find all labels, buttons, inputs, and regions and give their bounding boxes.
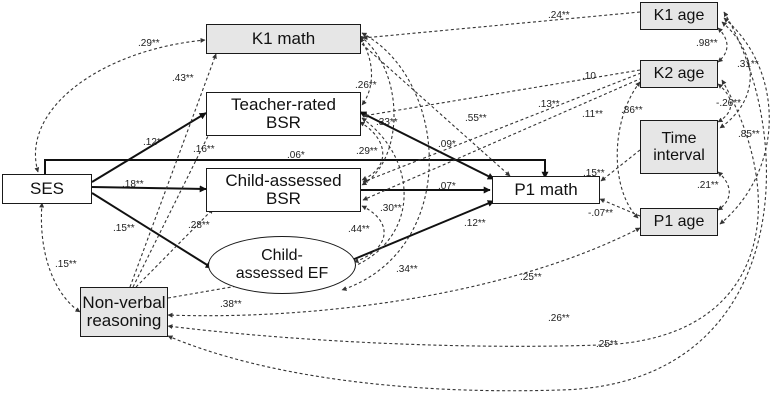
node-child-ef-label: Child- assessed EF <box>235 247 329 282</box>
coef-k2age-p1age: .86** <box>621 105 643 116</box>
coef-k2-childbsr-a: .13** <box>538 99 560 110</box>
coef-time-p1age: .21** <box>697 180 719 191</box>
coef-k1math-p1: .55** <box>465 113 487 124</box>
node-ses-label: SES <box>29 178 65 198</box>
coef-ses-teacher: .12* <box>143 137 161 148</box>
coef-time-p1math: .15** <box>583 168 605 179</box>
coef-k1age-nv: .25** <box>596 339 618 350</box>
node-nonverbal-label: Non-verbal reasoning <box>82 292 166 330</box>
coef-ses-k1math: .29** <box>138 38 160 49</box>
path-k1math-teacher <box>359 37 373 106</box>
node-k1-age: K1 age <box>640 2 718 30</box>
path-ses-nonverbal <box>39 202 81 313</box>
node-k2-age: K2 age <box>640 60 718 88</box>
node-k1-age-label: K1 age <box>653 7 705 25</box>
coef-teacher-p1: .09* <box>438 139 456 150</box>
coef-k1math-teacher: .26** <box>355 80 377 91</box>
coef-nv-ef: .38** <box>220 299 242 310</box>
path-ef-p1math <box>351 200 495 261</box>
node-teacher-bsr: Teacher-rated BSR <box>206 92 361 136</box>
coef-k1age-p1age: .85** <box>738 129 760 140</box>
node-ses: SES <box>2 174 92 204</box>
path-time-p1age <box>717 171 730 211</box>
coef-childbsr-p1: .07* <box>438 181 456 192</box>
path-time-p1math <box>600 149 641 182</box>
coef-teacher-childbsr: .29** <box>356 146 378 157</box>
path-k1age-k2age <box>717 27 728 63</box>
coef-p1age-nv: .25** <box>520 272 542 283</box>
coef-p1age-p1math: -.07** <box>588 208 613 219</box>
node-child-ef: Child- assessed EF <box>208 236 356 294</box>
path-ses-k1math <box>34 37 206 173</box>
node-k1-math: K1 math <box>206 24 361 54</box>
node-k2-age-label: K2 age <box>653 65 705 83</box>
coef-childbsr-ef: .30** <box>380 203 402 214</box>
node-p1-math-label: P1 math <box>514 179 578 199</box>
coef-ses-p1: .06* <box>287 150 305 161</box>
node-p1-age-label: P1 age <box>653 213 705 231</box>
path-k2age-time <box>717 83 732 123</box>
path-k1age-nonverbal <box>167 11 767 392</box>
path-k1age-time <box>719 21 751 129</box>
coef-nv-teacher: .16** <box>193 144 215 155</box>
path-ses-childbsr <box>91 185 207 193</box>
node-nonverbal: Non-verbal reasoning <box>80 287 168 337</box>
coef-k2-childbsr-b: .11** <box>582 109 603 120</box>
node-time-interval: Time interval <box>640 120 718 174</box>
coef-k1math-ef: .34** <box>396 264 418 275</box>
path-k1math-childbsr <box>359 35 395 186</box>
coef-nv-k1math: .43** <box>172 73 194 84</box>
node-p1-math: P1 math <box>492 176 600 204</box>
coef-k1age-time: .31** <box>737 59 759 70</box>
path-k2age-childbsr-a <box>362 72 642 183</box>
path-k1math-p1math <box>361 43 511 177</box>
path-nv-childbsr <box>135 208 214 288</box>
node-teacher-bsr-label: Teacher-rated BSR <box>231 94 336 132</box>
coef-ef-p1: .12** <box>464 218 486 229</box>
path-k1age-p1age <box>719 17 770 225</box>
coef-k2age-time: -.26** <box>716 98 741 109</box>
coef-ses-ef: .15** <box>113 223 135 234</box>
coef-ses-childbsr: .18** <box>122 179 144 190</box>
node-child-bsr: Child-assessed BSR <box>206 168 361 212</box>
coef-k1age-k2age: .98** <box>696 38 718 49</box>
coef-k2-teacher: .10 <box>582 71 596 82</box>
coef-k1math-childbsr: .33** <box>376 117 398 128</box>
coef-ses-nv: .15** <box>55 259 77 270</box>
coef-k1math-k1age: .24** <box>548 10 570 21</box>
node-time-interval-label: Time interval <box>653 129 705 164</box>
path-k1age-k1math <box>362 11 641 41</box>
coef-nv-childbsr: .28** <box>188 220 210 231</box>
node-k1-math-label: K1 math <box>251 28 316 48</box>
path-nv-ef <box>167 283 244 299</box>
path-nv-k1math <box>129 53 217 288</box>
coef-teacher-ef: .44** <box>348 224 370 235</box>
coef-k2age-nv: .26** <box>548 313 570 324</box>
node-child-bsr-label: Child-assessed BSR <box>225 170 342 208</box>
node-p1-age: P1 age <box>640 208 718 236</box>
path-k2age-p1age <box>616 81 641 219</box>
